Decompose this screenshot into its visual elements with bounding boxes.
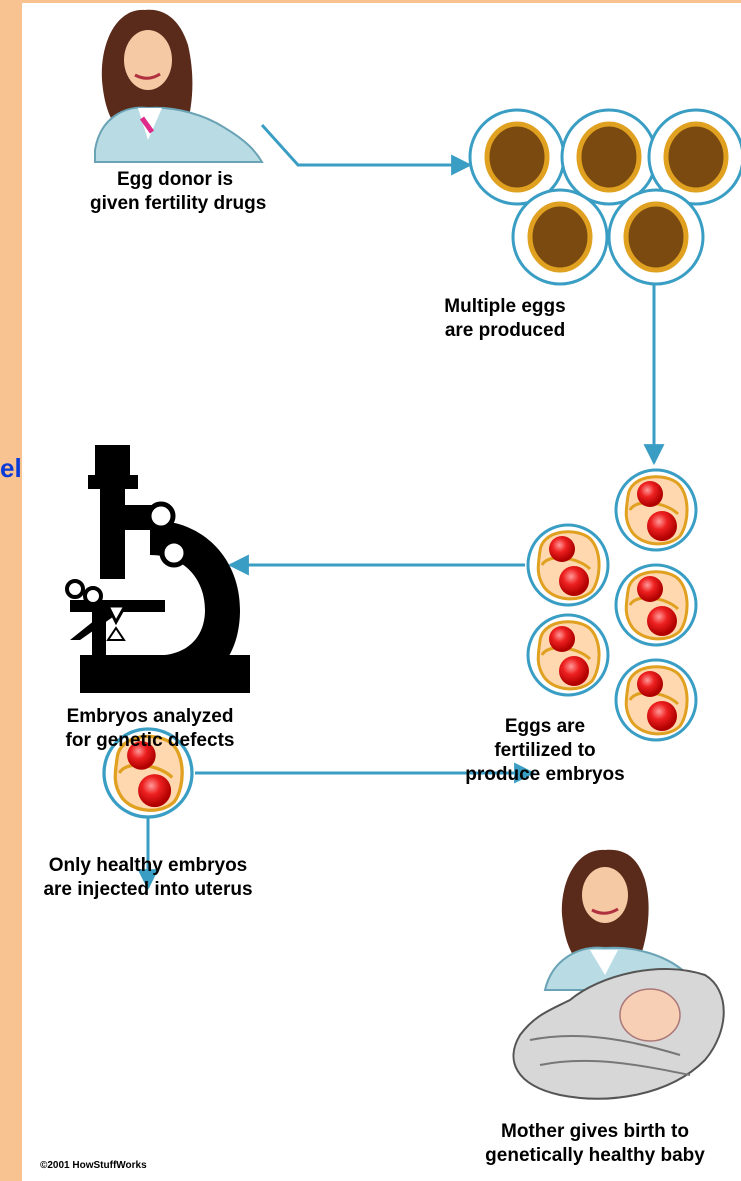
microscope-illustration xyxy=(65,445,250,693)
embryos-cluster xyxy=(526,468,698,742)
eggs-cluster xyxy=(470,110,741,284)
top-border xyxy=(22,0,741,3)
label-mother-gives-birth: Mother gives birth to genetically health… xyxy=(485,1121,705,1166)
copyright-notice: ©2001 HowStuffWorks xyxy=(40,1160,147,1171)
egg-donor-illustration xyxy=(94,9,264,163)
label-egg-donor: Egg donor is given fertility drugs xyxy=(90,169,267,214)
sidebar-link-fragment[interactable]: el xyxy=(0,453,22,483)
label-healthy-embryos-injected: Only healthy embryos are injected into u… xyxy=(43,855,253,900)
label-multiple-eggs: Multiple eggs are produced xyxy=(444,296,566,341)
mother-with-baby-illustration xyxy=(512,849,725,1100)
flow-arrows xyxy=(137,123,665,891)
label-embryos-analyzed: Embryos analyzed for genetic defects xyxy=(65,706,235,751)
left-sidebar xyxy=(0,0,22,1181)
label-eggs-fertilized: Eggs are fertilized to produce embryos xyxy=(465,716,625,785)
